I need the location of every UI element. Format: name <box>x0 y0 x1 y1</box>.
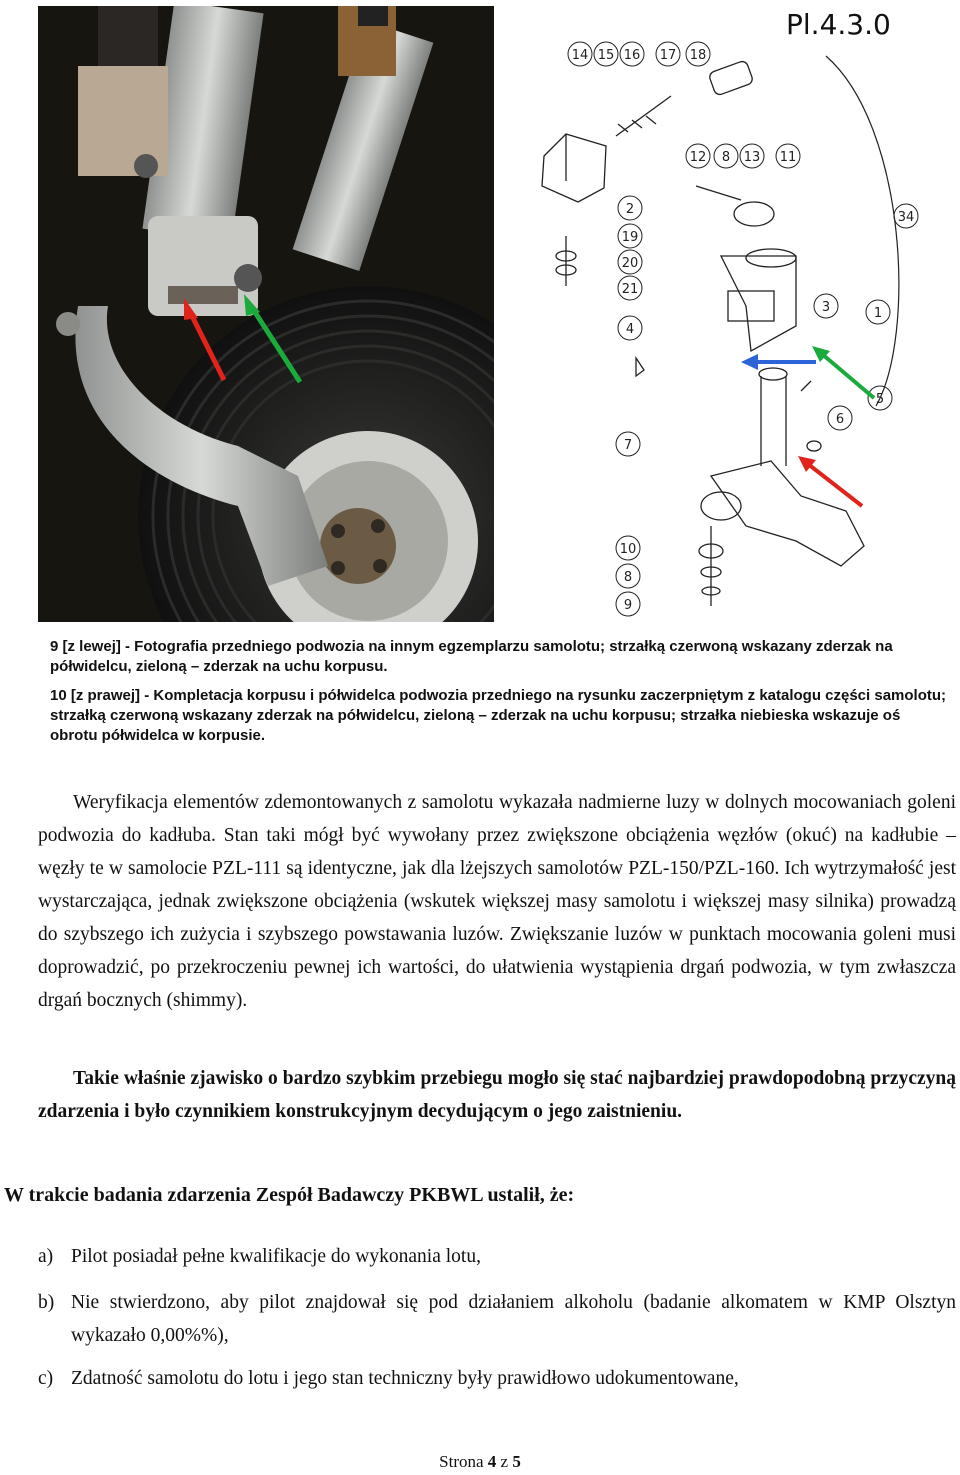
part-number-label: 10 <box>620 542 637 557</box>
page-footer: Strona 4 z 5 <box>0 1452 960 1472</box>
paragraph-conclusion: Takie właśnie zjawisko o bardzo szybkim … <box>38 1068 956 1122</box>
part-number-label: 12 <box>690 150 707 165</box>
part-number-label: 3 <box>822 300 830 315</box>
plate-number: Pl.4.3.0 <box>786 8 891 41</box>
part-number-label: 20 <box>622 256 639 271</box>
part-callout-circle <box>893 203 919 229</box>
finding-label: c) <box>38 1368 54 1389</box>
part-number-label: 16 <box>624 48 641 63</box>
footer-separator: z <box>500 1452 509 1471</box>
part-callout-circle <box>617 249 643 275</box>
part-number-label: 13 <box>744 150 761 165</box>
finding-text: Pilot posiadał pełne kwalifikacje do wyk… <box>71 1246 481 1267</box>
finding-b: b) Nie stwierdzono, aby pilot znajdował s… <box>38 1286 956 1352</box>
part-number-label: 15 <box>598 48 615 63</box>
footer-prefix: Strona <box>439 1452 484 1471</box>
part-callout-circle <box>685 41 711 67</box>
part-callout-circle <box>617 195 643 221</box>
part-number-label: 9 <box>624 598 632 613</box>
finding-label: a) <box>38 1246 54 1267</box>
footer-page-number: 4 <box>487 1452 497 1471</box>
part-number-label: 8 <box>722 150 730 165</box>
part-callout-circle <box>615 591 641 617</box>
paragraph-verification: Weryfikacja elementów zdemontowanych z s… <box>38 792 956 1011</box>
figure-9-caption: 9 [z lewej] - Fotografia przedniego podw… <box>50 638 893 675</box>
part-callout-circle <box>617 315 643 341</box>
part-callout-circle <box>827 405 853 431</box>
part-callout-circle <box>813 293 839 319</box>
part-number-label: 18 <box>690 48 707 63</box>
part-number-label: 19 <box>622 230 639 245</box>
landing-gear-photo <box>38 6 494 622</box>
part-callout-circle <box>617 223 643 249</box>
part-number-label: 7 <box>624 438 632 453</box>
part-callout-circle <box>865 299 891 325</box>
part-callout-circle <box>593 41 619 67</box>
finding-label: b) <box>38 1292 55 1313</box>
part-callout-circle <box>615 535 641 561</box>
part-callout-circle <box>713 143 739 169</box>
part-number-label: 2 <box>626 202 634 217</box>
part-number-label: 6 <box>836 412 844 427</box>
part-number-label: 34 <box>898 210 915 225</box>
part-number-label: 11 <box>780 150 797 165</box>
part-callout-circle <box>617 275 643 301</box>
part-number-label: 14 <box>572 48 589 63</box>
part-number-label: 1 <box>874 306 882 321</box>
part-callout-circle <box>775 143 801 169</box>
finding-text: Nie stwierdzono, aby pilot znajdował się… <box>71 1292 956 1346</box>
part-number-label: 4 <box>626 322 634 337</box>
finding-c: c) Zdatność samolotu do lotu i jego stan … <box>38 1362 956 1395</box>
footer-page-total: 5 <box>512 1452 521 1471</box>
part-callout-circle <box>867 385 893 411</box>
part-callout-circle <box>567 41 593 67</box>
part-callout-circle <box>685 143 711 169</box>
part-callout-circle <box>619 41 645 67</box>
part-number-label: 5 <box>876 392 884 407</box>
part-number-label: 21 <box>622 282 639 297</box>
part-callout-circle <box>739 143 765 169</box>
part-number-label: 17 <box>660 48 677 63</box>
part-callout-circle <box>615 431 641 457</box>
part-callout-circle <box>615 563 641 589</box>
part-number-label: 8 <box>624 570 632 585</box>
finding-a: a) Pilot posiadał pełne kwalifikacje do w… <box>38 1240 956 1273</box>
figure-10-caption: 10 [z prawej] - Kompletacja korpusu i pó… <box>50 687 947 744</box>
findings-heading: W trakcie badania zdarzenia Zespół Badaw… <box>4 1184 575 1206</box>
finding-text: Zdatność samolotu do lotu i jego stan te… <box>71 1368 739 1389</box>
part-callout-circle <box>655 41 681 67</box>
